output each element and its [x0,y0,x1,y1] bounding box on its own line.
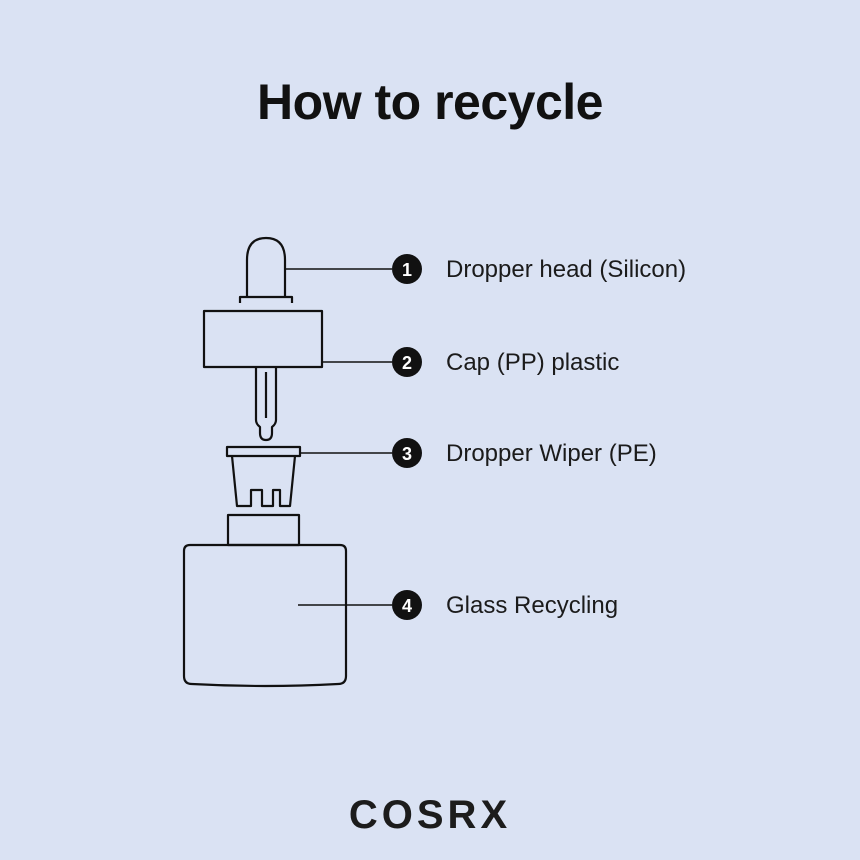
cap-body [202,309,324,369]
marker-3-circle [392,438,422,468]
marker-1-circle [392,254,422,284]
marker-2-circle [392,347,422,377]
dropper-head-base [238,295,294,303]
marker-4-circle [392,590,422,620]
part-label-dropper-head: Dropper head (Silicon) [446,256,687,283]
pipette-tube [254,367,278,442]
marker-2-number: 2 [402,353,412,373]
wiper-rim [225,445,302,458]
part-label-dropper-wiper: Dropper Wiper (PE) [446,440,657,467]
part-label-glass: Glass Recycling [446,592,619,619]
wiper-body [230,455,297,508]
part-label-cap: Cap (PP) plastic [446,349,620,376]
marker-1-number: 1 [402,260,412,280]
marker-3-number: 3 [402,444,412,464]
dropper-head-bulb [245,236,287,297]
page-title: How to recycle [257,74,603,130]
bottle-body [182,543,348,688]
bottle-neck [226,513,301,547]
marker-4-number: 4 [402,596,412,616]
brand-logo: COSRX [348,793,512,837]
